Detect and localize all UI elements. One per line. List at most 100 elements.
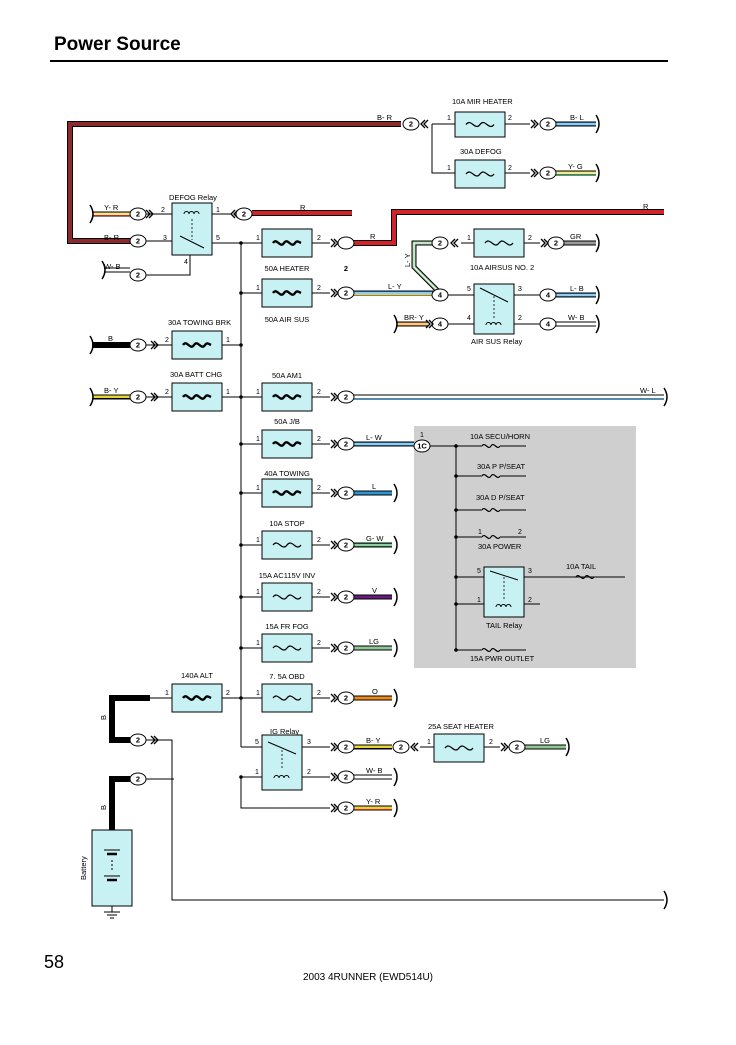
pin: 5 <box>477 568 481 575</box>
terminal-arrow <box>330 392 339 402</box>
pin: 1 <box>226 337 230 344</box>
wire <box>146 255 191 276</box>
wire-label-bl: B- L <box>570 113 584 122</box>
label-power: 30A POWER <box>478 542 522 551</box>
fuse-heater <box>261 228 313 258</box>
terminal-arrow <box>330 238 339 248</box>
connector-airsus-relay-2 <box>539 317 557 331</box>
connector-obd-out-number: 2 <box>344 694 348 703</box>
relay-tail-coil <box>495 604 512 608</box>
pin: 1 <box>255 769 259 776</box>
connector-airsus-relay-3 <box>539 288 557 302</box>
terminal-arrow <box>425 319 434 329</box>
pin: 2 <box>317 235 321 242</box>
pin: 4 <box>467 315 471 322</box>
page-title: Power Source <box>54 34 181 55</box>
fuse-alt-element <box>182 695 212 701</box>
page-number: 58 <box>44 952 65 972</box>
terminal-arrow <box>330 288 339 298</box>
br-main-wire <box>68 122 401 243</box>
connector-defog-relay-4 <box>129 268 147 282</box>
connector-fr-fog-out <box>337 641 355 655</box>
pin: 1 <box>427 739 431 746</box>
pin: 2 <box>317 436 321 443</box>
pin: 1 <box>226 389 230 396</box>
connector-defog-out-number: 2 <box>546 169 550 178</box>
connector-stop-out-number: 2 <box>344 541 348 550</box>
connector-seat-heater-out-number: 2 <box>515 743 519 752</box>
pin: 1 <box>447 165 451 172</box>
connector-batt-chg <box>129 390 147 404</box>
fuse-am1 <box>261 382 313 412</box>
label-pwr-outlet: 15A PWR OUTLET <box>470 654 535 663</box>
fuse-batt-chg-element <box>182 394 212 400</box>
connector-ig-relay-3-number: 2 <box>344 743 348 752</box>
relay-ig-coil <box>273 775 290 779</box>
terminal-arrow <box>150 735 159 745</box>
terminal-arrow <box>330 643 339 653</box>
connector-jb-out <box>337 437 355 451</box>
connector-airsus-relay-4 <box>431 317 449 331</box>
pin: 2 <box>317 537 321 544</box>
label-ac115v: 15A AC115V INV <box>259 571 316 580</box>
fuse-p-pseat-element <box>481 474 501 478</box>
connector-mir-in-number: 2 <box>409 120 413 129</box>
fuse-fr-fog-element <box>272 645 302 651</box>
relay-defog-coil <box>183 211 200 215</box>
fuse-towing-brk-element <box>182 342 212 348</box>
connector-airsus-relay-5 <box>431 288 449 302</box>
terminal-arrow <box>330 772 339 782</box>
fuse-towing-element <box>272 490 302 496</box>
fuse-batt-chg <box>171 382 223 412</box>
label-air-sus-relay: AIR SUS Relay <box>471 337 523 346</box>
pin: 2 <box>226 690 230 697</box>
connector-airsus-relay-2-number: 4 <box>546 320 551 329</box>
pin: 2 <box>528 235 532 242</box>
fuse-tail-element <box>575 575 595 579</box>
pin: 1 <box>256 285 260 292</box>
wire-end-cap <box>393 314 398 334</box>
fuse-secu-horn-element <box>481 444 501 448</box>
wire-b-alt-outline <box>109 695 150 743</box>
pin: 2 <box>508 165 512 172</box>
pin: 5 <box>216 235 220 242</box>
wire-end-cap <box>595 314 600 334</box>
wire-label-ly: L- Y <box>388 282 402 291</box>
wire-end-cap <box>393 535 398 555</box>
connector-airsus-relay-3-number: 4 <box>546 291 551 300</box>
connector-am1-out <box>337 390 355 404</box>
terminal-arrow <box>420 119 429 129</box>
label-heater: 50A HEATER <box>265 264 310 273</box>
pin: 5 <box>467 286 471 293</box>
wire-label-by: B- Y <box>104 386 118 395</box>
pin: 2 <box>528 597 532 604</box>
terminal-arrow <box>410 742 419 752</box>
ground-symbol <box>104 911 120 919</box>
connector-battery-number: 2 <box>136 775 140 784</box>
pin: 1 <box>478 529 482 536</box>
label-seat-heater: 25A SEAT HEATER <box>428 722 494 731</box>
connector-airsus-no2-out <box>547 236 565 250</box>
wire-label-b-towing: B <box>108 334 113 343</box>
pin: 1 <box>256 589 260 596</box>
wire-end-cap <box>595 285 600 305</box>
pin: 2 <box>317 389 321 396</box>
wire <box>431 124 455 174</box>
wire-label-lb: L- B <box>570 284 584 293</box>
fuse-mir-heater-element <box>465 121 495 128</box>
fuse-pwr-outlet-element <box>481 648 501 652</box>
wire-end-cap <box>393 688 398 708</box>
wire-label-lw: L- W <box>366 433 383 442</box>
label-p-pseat: 30A P P/SEAT <box>477 462 526 471</box>
wire-label-yr-ig: Y- R <box>366 797 381 806</box>
wire-b-battery <box>110 777 130 830</box>
connector-towing-out <box>337 486 355 500</box>
wire-end-cap <box>393 483 398 503</box>
wire-end-cap <box>393 638 398 658</box>
relay-tail <box>483 566 525 618</box>
fuse-alt <box>171 683 223 713</box>
terminal-arrow <box>330 742 339 752</box>
connector-towing-brk-number: 2 <box>136 341 140 350</box>
fuse-jb <box>261 429 313 459</box>
